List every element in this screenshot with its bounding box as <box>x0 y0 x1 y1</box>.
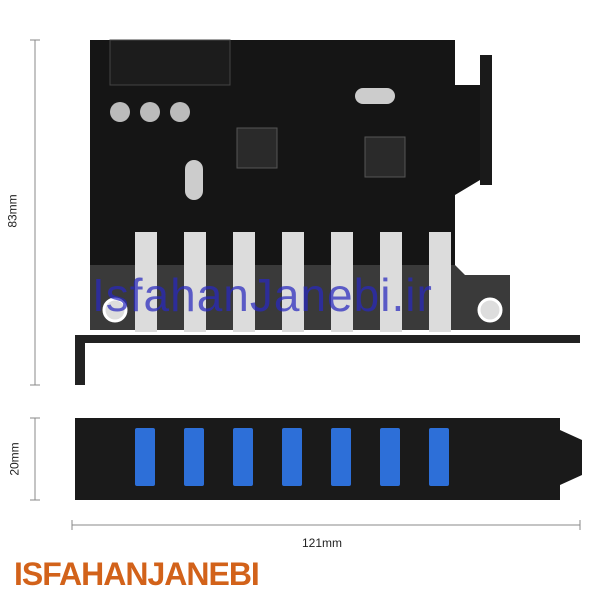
sata-power-connector <box>109 39 231 86</box>
usb-port <box>233 232 255 332</box>
dimension-height-top: 83mm <box>5 194 20 228</box>
brand-logo: ISFAHANJANEBI <box>14 556 260 592</box>
dimension-width: 121mm <box>302 536 343 550</box>
bracket-lip <box>75 335 580 385</box>
usb-port-front <box>331 428 351 486</box>
usb-port <box>282 232 304 332</box>
usb-port-front <box>184 428 204 486</box>
usb-port <box>380 232 402 332</box>
controller-chip <box>236 127 278 169</box>
usb-port-front <box>135 428 155 486</box>
crystal <box>355 88 395 104</box>
pcie-connector <box>480 55 492 185</box>
usb-port <box>184 232 206 332</box>
capacitor <box>140 102 160 122</box>
crystal <box>185 160 203 200</box>
screw-hole <box>477 297 503 323</box>
usb-port <box>429 232 451 332</box>
capacitor <box>110 102 130 122</box>
usb-port-front <box>282 428 302 486</box>
screw-hole <box>102 297 128 323</box>
usb-port-front <box>429 428 449 486</box>
usb-port <box>135 232 157 332</box>
dimension-lines <box>30 39 581 530</box>
usb-port-front <box>233 428 253 486</box>
watermark: IsfahanJanebi.ir <box>92 269 433 321</box>
usb-port-front <box>380 428 400 486</box>
controller-chip <box>364 136 406 178</box>
usb-port <box>331 232 353 332</box>
dimension-height-bracket: 20mm <box>7 442 22 476</box>
capacitor <box>170 102 190 122</box>
